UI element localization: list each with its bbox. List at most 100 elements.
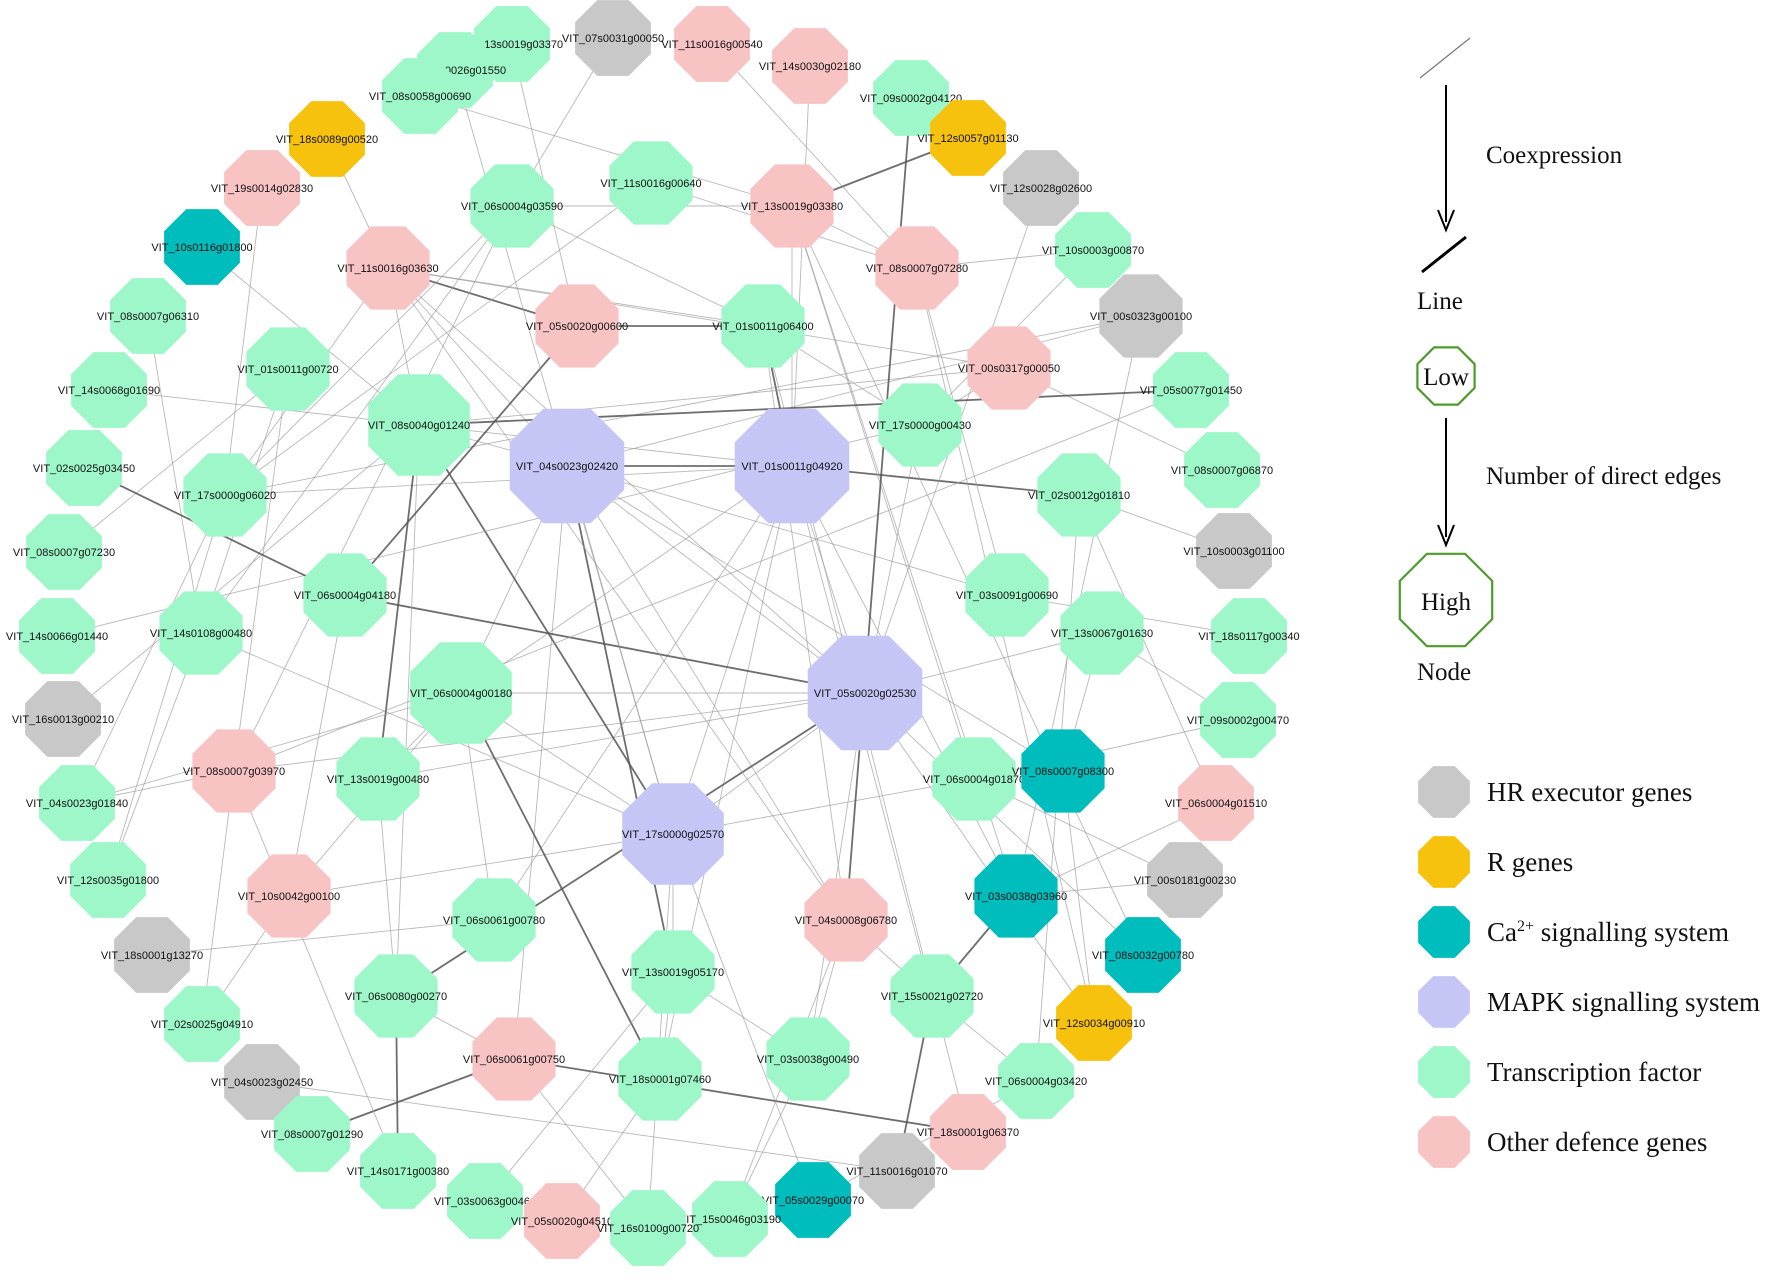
node-VIT_18s0089g00520[interactable]: VIT_18s0089g00520 [276, 101, 378, 177]
node-VIT_05s0020g00600[interactable]: VIT_05s0020g00600 [526, 284, 628, 368]
node-VIT_08s0032g00780[interactable]: VIT_08s0032g00780 [1092, 917, 1194, 993]
node-VIT_02s0025g04910[interactable]: VIT_02s0025g04910 [151, 986, 253, 1062]
node-VIT_05s0020g02530[interactable]: VIT_05s0020g02530 [807, 635, 923, 751]
node-label: VIT_12s0034g00910 [1043, 1018, 1145, 1030]
node-VIT_08s0007g06870[interactable]: VIT_08s0007g06870 [1171, 432, 1273, 508]
node-VIT_08s0040g01240[interactable]: VIT_08s0040g01240 [368, 374, 470, 476]
node-VIT_11s0016g00640[interactable]: VIT_11s0016g00640 [600, 141, 702, 225]
node-VIT_08s0058g00690[interactable]: VIT_08s0058g00690 [369, 58, 471, 134]
node-VIT_10s0042g00100[interactable]: VIT_10s0042g00100 [238, 854, 340, 938]
node-VIT_09s0002g00470[interactable]: VIT_09s0002g00470 [1187, 682, 1289, 758]
node-VIT_12s0028g02600[interactable]: VIT_12s0028g02600 [990, 150, 1092, 226]
node-label: VIT_17s0000g00430 [869, 420, 971, 432]
node-VIT_04s0023g02420[interactable]: VIT_04s0023g02420 [509, 408, 625, 524]
node-VIT_01s0011g00720[interactable]: VIT_01s0011g00720 [237, 327, 339, 411]
node-VIT_18s0117g00340[interactable]: VIT_18s0117g00340 [1198, 598, 1300, 674]
node-VIT_14s0068g01690[interactable]: VIT_14s0068g01690 [58, 352, 160, 428]
node-VIT_06s0061g00780[interactable]: VIT_06s0061g00780 [443, 878, 545, 962]
node-VIT_13s0019g05170[interactable]: VIT_13s0019g05170 [622, 930, 724, 1014]
node-VIT_03s0091g00690[interactable]: VIT_03s0091g00690 [956, 553, 1058, 637]
node-VIT_06s0004g01510[interactable]: VIT_06s0004g01510 [1165, 765, 1267, 841]
node-VIT_11s0016g03630[interactable]: VIT_11s0016g03630 [337, 226, 439, 310]
node-VIT_08s0007g08300[interactable]: VIT_08s0007g08300 [1012, 729, 1114, 813]
node-VIT_14s0066g01440[interactable]: VIT_14s0066g01440 [6, 598, 108, 674]
node-VIT_04s0008g06780[interactable]: VIT_04s0008g06780 [795, 878, 897, 962]
node-VIT_19s0014g02830[interactable]: VIT_19s0014g02830 [211, 150, 313, 226]
node-VIT_04s0023g02450[interactable]: VIT_04s0023g02450 [211, 1044, 313, 1120]
node-VIT_03s0063g00460[interactable]: VIT_03s0063g00460 [434, 1163, 536, 1239]
node-VIT_13s0019g03380[interactable]: VIT_13s0019g03380 [741, 164, 843, 248]
node-label: VIT_03s0038g03960 [965, 891, 1067, 903]
node-VIT_13s0067g01630[interactable]: VIT_13s0067g01630 [1051, 591, 1153, 675]
node-VIT_00s0317g00050[interactable]: VIT_00s0317g00050 [958, 326, 1060, 410]
node-VIT_14s0108g00480[interactable]: VIT_14s0108g00480 [150, 591, 252, 675]
edge-VIT_08s0007g03970-VIT_01s0011g00720 [233, 368, 289, 772]
node-VIT_06s0004g03590[interactable]: VIT_06s0004g03590 [461, 164, 563, 248]
node-VIT_16s0013g00210[interactable]: VIT_16s0013g00210 [12, 681, 114, 757]
node-VIT_07s0031g00050[interactable]: VIT_07s0031g00050 [562, 0, 664, 76]
node-VIT_12s0035g01800[interactable]: VIT_12s0035g01800 [57, 842, 159, 918]
node-VIT_06s0061g00750[interactable]: VIT_06s0061g00750 [463, 1017, 565, 1101]
node-VIT_17s0000g00430[interactable]: VIT_17s0000g00430 [869, 383, 971, 467]
node-VIT_11s0016g00540[interactable]: VIT_11s0016g00540 [661, 6, 763, 82]
node-label: VIT_15s0046g03190 [679, 1214, 781, 1226]
node-VIT_01s0011g06400[interactable]: VIT_01s0011g06400 [712, 284, 814, 368]
edge-VIT_17s0000g06020-VIT_11s0016g00640 [224, 182, 652, 496]
node-VIT_13s0019g00480[interactable]: VIT_13s0019g00480 [327, 737, 429, 821]
node-VIT_17s0000g06020[interactable]: VIT_17s0000g06020 [174, 453, 276, 537]
node-VIT_11s0016g01070[interactable]: VIT_11s0016g01070 [846, 1133, 948, 1209]
node-VIT_06s0004g01870[interactable]: VIT_06s0004g01870 [923, 737, 1025, 821]
node-VIT_06s0004g03420[interactable]: VIT_06s0004g03420 [985, 1043, 1087, 1119]
node-tf-octagon-icon [965, 553, 1049, 637]
node-VIT_08s0007g01290[interactable]: VIT_08s0007g01290 [261, 1096, 363, 1172]
node-VIT_09s0002g04120[interactable]: VIT_09s0002g04120 [860, 60, 962, 136]
node-VIT_16s0100g00720[interactable]: VIT_16s0100g00720 [597, 1190, 699, 1266]
node-VIT_17s0000g02570[interactable]: VIT_17s0000g02570 [622, 783, 724, 885]
node-VIT_05s0020g04510[interactable]: VIT_05s0020g04510 [511, 1183, 613, 1259]
node-label: VIT_00s0181g00230 [1134, 875, 1236, 887]
node-VIT_03s0038g03960[interactable]: VIT_03s0038g03960 [965, 854, 1067, 938]
node-VIT_05s0029g00070[interactable]: VIT_05s0029g00070 [762, 1162, 864, 1238]
node-label: VIT_19s0014g02830 [211, 183, 313, 195]
node-VIT_08s0007g06310[interactable]: VIT_08s0007g06310 [97, 278, 199, 354]
node-VIT_02s0012g01810[interactable]: VIT_02s0012g01810 [1028, 453, 1130, 537]
node-VIT_15s0046g03190[interactable]: VIT_15s0046g03190 [679, 1181, 781, 1257]
node-label: VIT_01s0011g00720 [237, 364, 338, 376]
node-VIT_03s0038g00490[interactable]: VIT_03s0038g00490 [757, 1017, 859, 1101]
edge-VIT_04s0023g02420-VIT_08s0007g08300 [566, 465, 1064, 772]
node-label: VIT_14s0030g02180 [759, 61, 861, 73]
node-tf-octagon-icon [354, 954, 438, 1038]
node-VIT_14s0030g02180[interactable]: VIT_14s0030g02180 [759, 28, 861, 104]
node-VIT_02s0025g03450[interactable]: VIT_02s0025g03450 [33, 430, 135, 506]
node-VIT_10s0003g00870[interactable]: VIT_10s0003g00870 [1042, 212, 1144, 288]
node-VIT_08s0007g07280[interactable]: VIT_08s0007g07280 [866, 226, 968, 310]
node-VIT_18s0001g06370[interactable]: VIT_18s0001g06370 [917, 1094, 1019, 1170]
node-VIT_00s0181g00230[interactable]: VIT_00s0181g00230 [1134, 842, 1236, 918]
node-VIT_06s0004g00180[interactable]: VIT_06s0004g00180 [410, 642, 512, 744]
edge-VIT_14s0030g02180-VIT_01s0011g04920 [791, 65, 811, 467]
node-VIT_06s0004g04180[interactable]: VIT_06s0004g04180 [294, 553, 396, 637]
node-VIT_10s0116g01800[interactable]: VIT_10s0116g01800 [151, 209, 253, 285]
node-VIT_06s0080g00270[interactable]: VIT_06s0080g00270 [345, 954, 447, 1038]
node-VIT_04s0023g01840[interactable]: VIT_04s0023g01840 [26, 765, 128, 841]
node-VIT_08s0007g03970[interactable]: VIT_08s0007g03970 [183, 729, 285, 813]
node-VIT_10s0003g01100[interactable]: VIT_10s0003g01100 [1183, 513, 1285, 589]
node-VIT_18s0001g07460[interactable]: VIT_18s0001g07460 [609, 1037, 711, 1121]
legend-other-label: Other defence genes [1487, 1127, 1707, 1157]
node-VIT_14s0171g00380[interactable]: VIT_14s0171g00380 [347, 1133, 449, 1209]
node-VIT_15s0021g02720[interactable]: VIT_15s0021g02720 [881, 954, 983, 1038]
node-VIT_12s0057g01130[interactable]: VIT_12s0057g01130 [917, 100, 1019, 176]
node-VIT_08s0007g07230[interactable]: VIT_08s0007g07230 [13, 514, 115, 590]
node-tf-octagon-icon [382, 58, 458, 134]
node-VIT_12s0034g00910[interactable]: VIT_12s0034g00910 [1043, 985, 1145, 1061]
node-tf-octagon-icon [1211, 598, 1287, 674]
node-other-octagon-icon [1178, 765, 1254, 841]
node-VIT_18s0001g13270[interactable]: VIT_18s0001g13270 [101, 917, 203, 993]
node-tf-octagon-icon [878, 383, 962, 467]
node-label: VIT_00s0323g00100 [1090, 311, 1192, 323]
node-VIT_01s0011g04920[interactable]: VIT_01s0011g04920 [734, 408, 850, 524]
node-VIT_00s0323g00100[interactable]: VIT_00s0323g00100 [1090, 274, 1192, 358]
node-VIT_05s0077g01450[interactable]: VIT_05s0077g01450 [1140, 352, 1242, 428]
node-label: VIT_10s0003g00870 [1042, 245, 1144, 257]
